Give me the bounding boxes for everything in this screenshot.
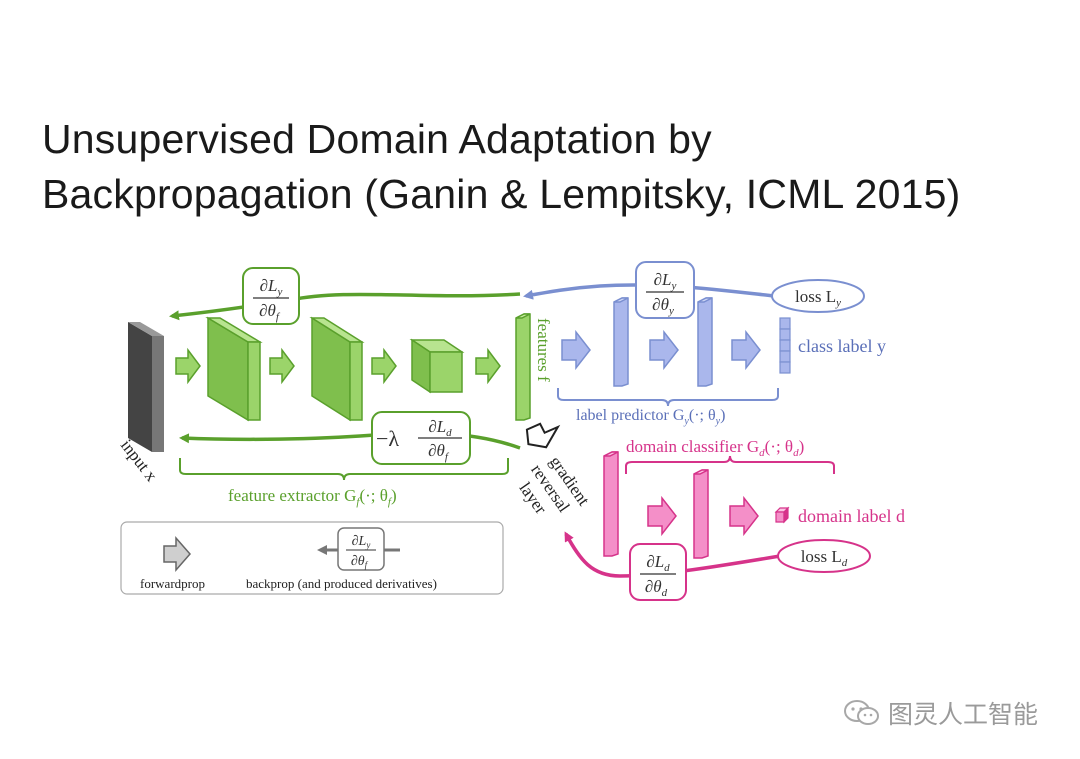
forward-arrow-6 bbox=[649, 329, 679, 371]
feature-extractor-brace bbox=[179, 458, 509, 481]
backprop-arrow-feature-reversed bbox=[179, 431, 521, 450]
legend-box: forwardprop ∂Ly ∂θf backprop (and produc… bbox=[120, 521, 504, 595]
forward-arrow-3 bbox=[371, 347, 397, 385]
forward-arrow-4 bbox=[475, 347, 501, 385]
forward-arrow-7 bbox=[731, 329, 761, 371]
domain-label-text: domain label d bbox=[798, 506, 905, 526]
label-predictor-label: label predictor Gy(·; θy) bbox=[576, 407, 725, 427]
forward-arrow-2 bbox=[269, 347, 295, 385]
derivative-box-dd: ∂Ld ∂θd bbox=[629, 543, 687, 601]
legend-forwardprop-label: forwardprop bbox=[140, 576, 205, 591]
slide-title: Unsupervised Domain Adaptation by Backpr… bbox=[42, 112, 1052, 222]
feature-extractor-label: feature extractor Gf(·; θf) bbox=[228, 486, 397, 508]
svg-text:∂θf: ∂θf bbox=[259, 301, 281, 323]
svg-text:∂θd: ∂θd bbox=[645, 577, 668, 599]
forward-arrow-1 bbox=[175, 347, 201, 385]
class-label-text: class label y bbox=[798, 336, 886, 356]
svg-text:∂θf: ∂θf bbox=[428, 441, 450, 463]
watermark: 图灵人工智能 bbox=[842, 696, 1038, 730]
domain-classifier-brace bbox=[625, 455, 835, 474]
svg-text:∂Ly: ∂Ly bbox=[654, 270, 677, 292]
forward-arrow-8 bbox=[647, 495, 677, 537]
legend-derivative-box: ∂Ly ∂θf bbox=[337, 527, 385, 571]
label-predictor-layer-1 bbox=[613, 297, 629, 387]
forward-arrows-feature bbox=[175, 347, 501, 385]
wechat-logo-icon bbox=[844, 700, 879, 725]
svg-text:∂Ly: ∂Ly bbox=[352, 534, 371, 550]
svg-text:∂Ld: ∂Ld bbox=[646, 552, 670, 574]
svg-text:∂θy: ∂θy bbox=[652, 295, 674, 317]
title-line-2: Backpropagation (Ganin & Lempitsky, ICML… bbox=[42, 171, 961, 217]
backprop-arrow-label-predictor bbox=[523, 283, 775, 300]
forward-arrow-9 bbox=[729, 495, 759, 537]
features-vector bbox=[515, 313, 531, 421]
gradient-reversal-label: gradient reversal layer bbox=[515, 453, 593, 518]
title-line-1: Unsupervised Domain Adaptation by bbox=[42, 116, 712, 162]
conv-layer-1 bbox=[205, 316, 263, 422]
svg-text:loss Ly: loss Ly bbox=[795, 287, 841, 309]
watermark-text: 图灵人工智能 bbox=[888, 700, 1039, 729]
loss-d-node: loss Ld bbox=[777, 539, 871, 573]
backprop-arrow-feature-top bbox=[169, 292, 521, 321]
label-predictor-layer-2 bbox=[697, 297, 713, 387]
legend-forward-arrow-icon bbox=[163, 536, 191, 572]
domain-classifier-label: domain classifier Gd(·; θd) bbox=[626, 437, 804, 459]
svg-text:∂Ly: ∂Ly bbox=[260, 276, 283, 298]
derivative-box-yy: ∂Ly ∂θy bbox=[635, 261, 695, 319]
label-predictor-brace bbox=[557, 388, 779, 407]
domain-label-cube bbox=[774, 506, 790, 524]
legend-backprop-label: backprop (and produced derivatives) bbox=[246, 576, 437, 591]
input-image-block bbox=[128, 322, 164, 452]
svg-text:−λ: −λ bbox=[376, 426, 399, 451]
derivative-box-fy: ∂Ly ∂θf bbox=[242, 267, 300, 325]
svg-text:∂Ld: ∂Ld bbox=[428, 417, 452, 439]
conv-layer-3 bbox=[409, 338, 465, 394]
derivative-box-reversed: −λ ∂Ld ∂θf bbox=[371, 411, 471, 465]
class-label-vector bbox=[779, 317, 791, 374]
features-label: features f bbox=[534, 318, 553, 382]
domain-classifier-layer-2 bbox=[693, 469, 709, 559]
conv-layer-2 bbox=[309, 316, 365, 422]
gradient-reversal-arrow bbox=[525, 422, 561, 449]
domain-classifier-layer-1 bbox=[603, 451, 619, 557]
svg-text:loss Ld: loss Ld bbox=[801, 547, 848, 569]
svg-text:∂θf: ∂θf bbox=[351, 554, 369, 570]
loss-y-node: loss Ly bbox=[771, 279, 865, 313]
forward-arrows-domain-classifier bbox=[647, 495, 759, 537]
forward-arrows-label-predictor bbox=[561, 329, 761, 371]
forward-arrow-5 bbox=[561, 329, 591, 371]
